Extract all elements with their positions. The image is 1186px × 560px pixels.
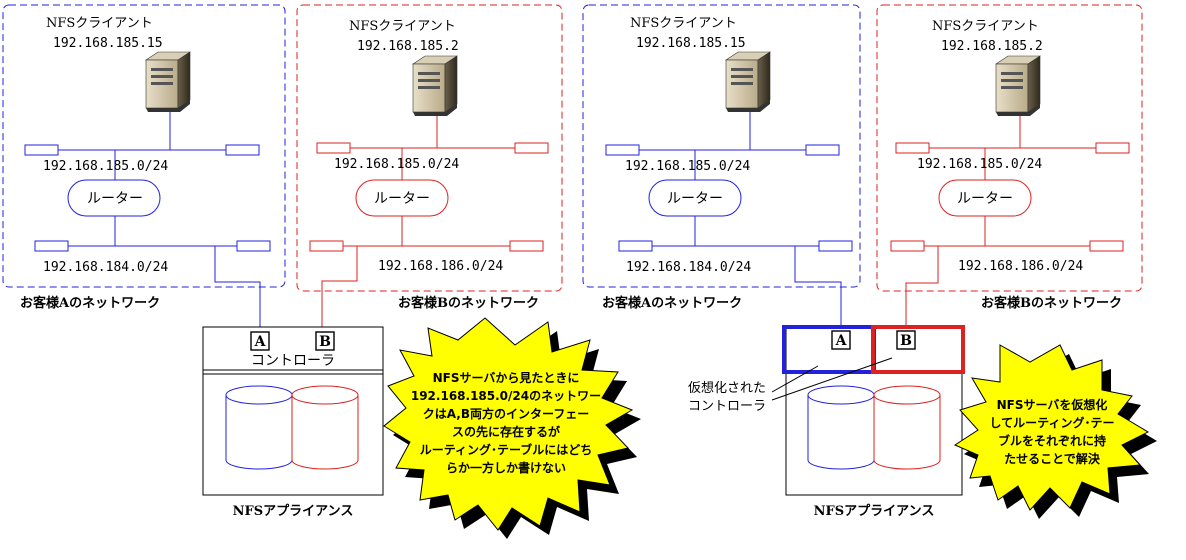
- left-a-lower-port-right: [236, 240, 271, 252]
- right-a-upper-port-right: [805, 144, 840, 156]
- right-a-router-label: ルーター: [667, 191, 723, 207]
- left-port-b-box: [315, 331, 335, 351]
- right-burst-line-1: NFSサーバを仮想化: [997, 397, 1108, 412]
- left-burst-line-1: NFSサーバから見たときに: [433, 370, 580, 385]
- left-b-lower-port-right: [509, 240, 544, 252]
- left-a-upper-port-left: [24, 144, 59, 156]
- right-b-upper-subnet: 192.168.185.0/24: [917, 157, 1042, 172]
- left-a-lower-subnet: 192.168.184.0/24: [43, 260, 168, 275]
- right-burst-text: NFSサーバを仮想化 してルーティング･テー ブルをそれぞれに持 たせることで解…: [990, 397, 1115, 466]
- right-b-uplink: [905, 246, 939, 330]
- left-a-router: [67, 179, 161, 217]
- left-burst-line-6: らか一方しか書けない: [446, 460, 566, 475]
- left-b-uplink: [321, 246, 358, 332]
- left-port-b-label: B: [319, 334, 331, 350]
- right-port-b-label: B: [900, 333, 912, 349]
- right-b-network-caption: お客様Bのネットワーク: [981, 295, 1122, 311]
- virtual-controller-line-2: コントローラ: [688, 399, 766, 414]
- left-b-upper-port-left: [316, 142, 351, 154]
- left-port-a-label: A: [254, 334, 267, 350]
- left-burst-text: NFSサーバから見たときに 192.168.185.0/24のネットワー クはA…: [411, 370, 601, 475]
- left-a-network-caption: お客様Aのネットワーク: [20, 295, 160, 311]
- right-b-upper-port-right: [1095, 142, 1130, 154]
- right-b-client-label: NFSクライアント: [932, 19, 1039, 34]
- right-b-lower-port-left: [890, 240, 925, 252]
- left-b-upper-port-right: [514, 142, 549, 154]
- right-appliance-label: NFSアプライアンス: [814, 504, 935, 519]
- right-port-a-label: A: [835, 333, 848, 349]
- virtual-controller-line-1: 仮想化された: [688, 380, 766, 396]
- left-b-lower-port-left: [309, 240, 344, 252]
- left-b-client-label: NFSクライアント: [349, 19, 456, 34]
- left-a-upper-port-right: [225, 144, 260, 156]
- left-b-lower-subnet: 192.168.186.0/24: [378, 259, 503, 274]
- right-port-a-box: [831, 330, 851, 350]
- left-burst-line-2: 192.168.185.0/24のネットワー: [411, 389, 601, 403]
- right-a-upper-subnet: 192.168.185.0/24: [625, 159, 750, 174]
- right-a-server-icon: [725, 51, 771, 112]
- left-b-client-ip: 192.168.185.2: [357, 39, 459, 54]
- right-a-client-ip: 192.168.185.15: [636, 36, 746, 51]
- left-a-client-ip: 192.168.185.15: [53, 36, 163, 51]
- right-network-a-boundary: [582, 4, 861, 288]
- left-a-client-label: NFSクライアント: [46, 16, 153, 31]
- left-network-b: [296, 4, 563, 332]
- left-a-server-icon: [145, 51, 191, 112]
- left-a-router-label: ルーター: [87, 191, 143, 207]
- right-a-uplink: [794, 246, 842, 330]
- right-a-lower-port-right: [818, 240, 853, 252]
- left-appliance-box: [202, 326, 384, 496]
- right-a-lower-subnet: 192.168.184.0/24: [626, 260, 751, 275]
- left-a-lower-port-left: [34, 240, 69, 252]
- right-network-b-boundary: [876, 4, 1143, 292]
- right-disk-red: [873, 385, 941, 470]
- left-appliance: [202, 326, 384, 496]
- left-network-a: [2, 4, 286, 332]
- virtual-controller-arrow-1: [771, 365, 819, 393]
- right-virtual-controller-b: [871, 325, 965, 374]
- virtual-controller-arrow-2: [771, 357, 893, 401]
- left-network-b-boundary: [296, 4, 563, 292]
- left-controller-label: コントローラ: [251, 353, 335, 369]
- right-burst-line-2: してルーティング･テー: [990, 415, 1115, 430]
- left-burst: [383, 317, 634, 531]
- right-b-client-ip: 192.168.185.2: [941, 39, 1043, 54]
- right-a-lower-port-left: [618, 240, 653, 252]
- right-b-router-label: ルーター: [957, 191, 1013, 207]
- right-a-network-caption: お客様Aのネットワーク: [602, 295, 742, 311]
- right-burst-line-4: たせることで解決: [1004, 451, 1101, 466]
- right-b-upper-port-left: [895, 142, 930, 154]
- right-appliance: [771, 325, 965, 496]
- left-b-network-caption: お客様Bのネットワーク: [398, 295, 539, 311]
- right-b-lower-port-right: [1089, 240, 1124, 252]
- right-burst: [953, 344, 1150, 511]
- right-a-client-label: NFSクライアント: [630, 16, 737, 31]
- left-burst-line-4: スの先に存在するが: [452, 424, 560, 439]
- left-b-server-icon: [412, 55, 458, 116]
- left-disk-red: [291, 385, 359, 470]
- right-network-b: [876, 4, 1143, 330]
- left-a-upper-subnet: 192.168.185.0/24: [43, 159, 168, 174]
- right-burst-line-3: ブルをそれぞれに持: [998, 433, 1106, 448]
- right-port-b-box: [896, 330, 916, 350]
- right-network-a: [582, 4, 861, 330]
- left-burst-line-5: ルーティング･テーブルにはどち: [420, 442, 593, 457]
- right-b-lower-subnet: 192.168.186.0/24: [958, 259, 1083, 274]
- left-b-upper-subnet: 192.168.185.0/24: [334, 157, 459, 172]
- left-appliance-label: NFSアプライアンス: [233, 504, 354, 519]
- left-port-a-box: [250, 331, 270, 351]
- left-network-a-boundary: [2, 4, 286, 288]
- right-a-upper-port-left: [605, 144, 640, 156]
- right-b-server-icon: [995, 55, 1041, 116]
- left-b-router-label: ルーター: [374, 191, 430, 207]
- left-a-uplink: [214, 246, 261, 332]
- left-burst-line-3: クはA,B両方のインターフェー: [423, 406, 590, 421]
